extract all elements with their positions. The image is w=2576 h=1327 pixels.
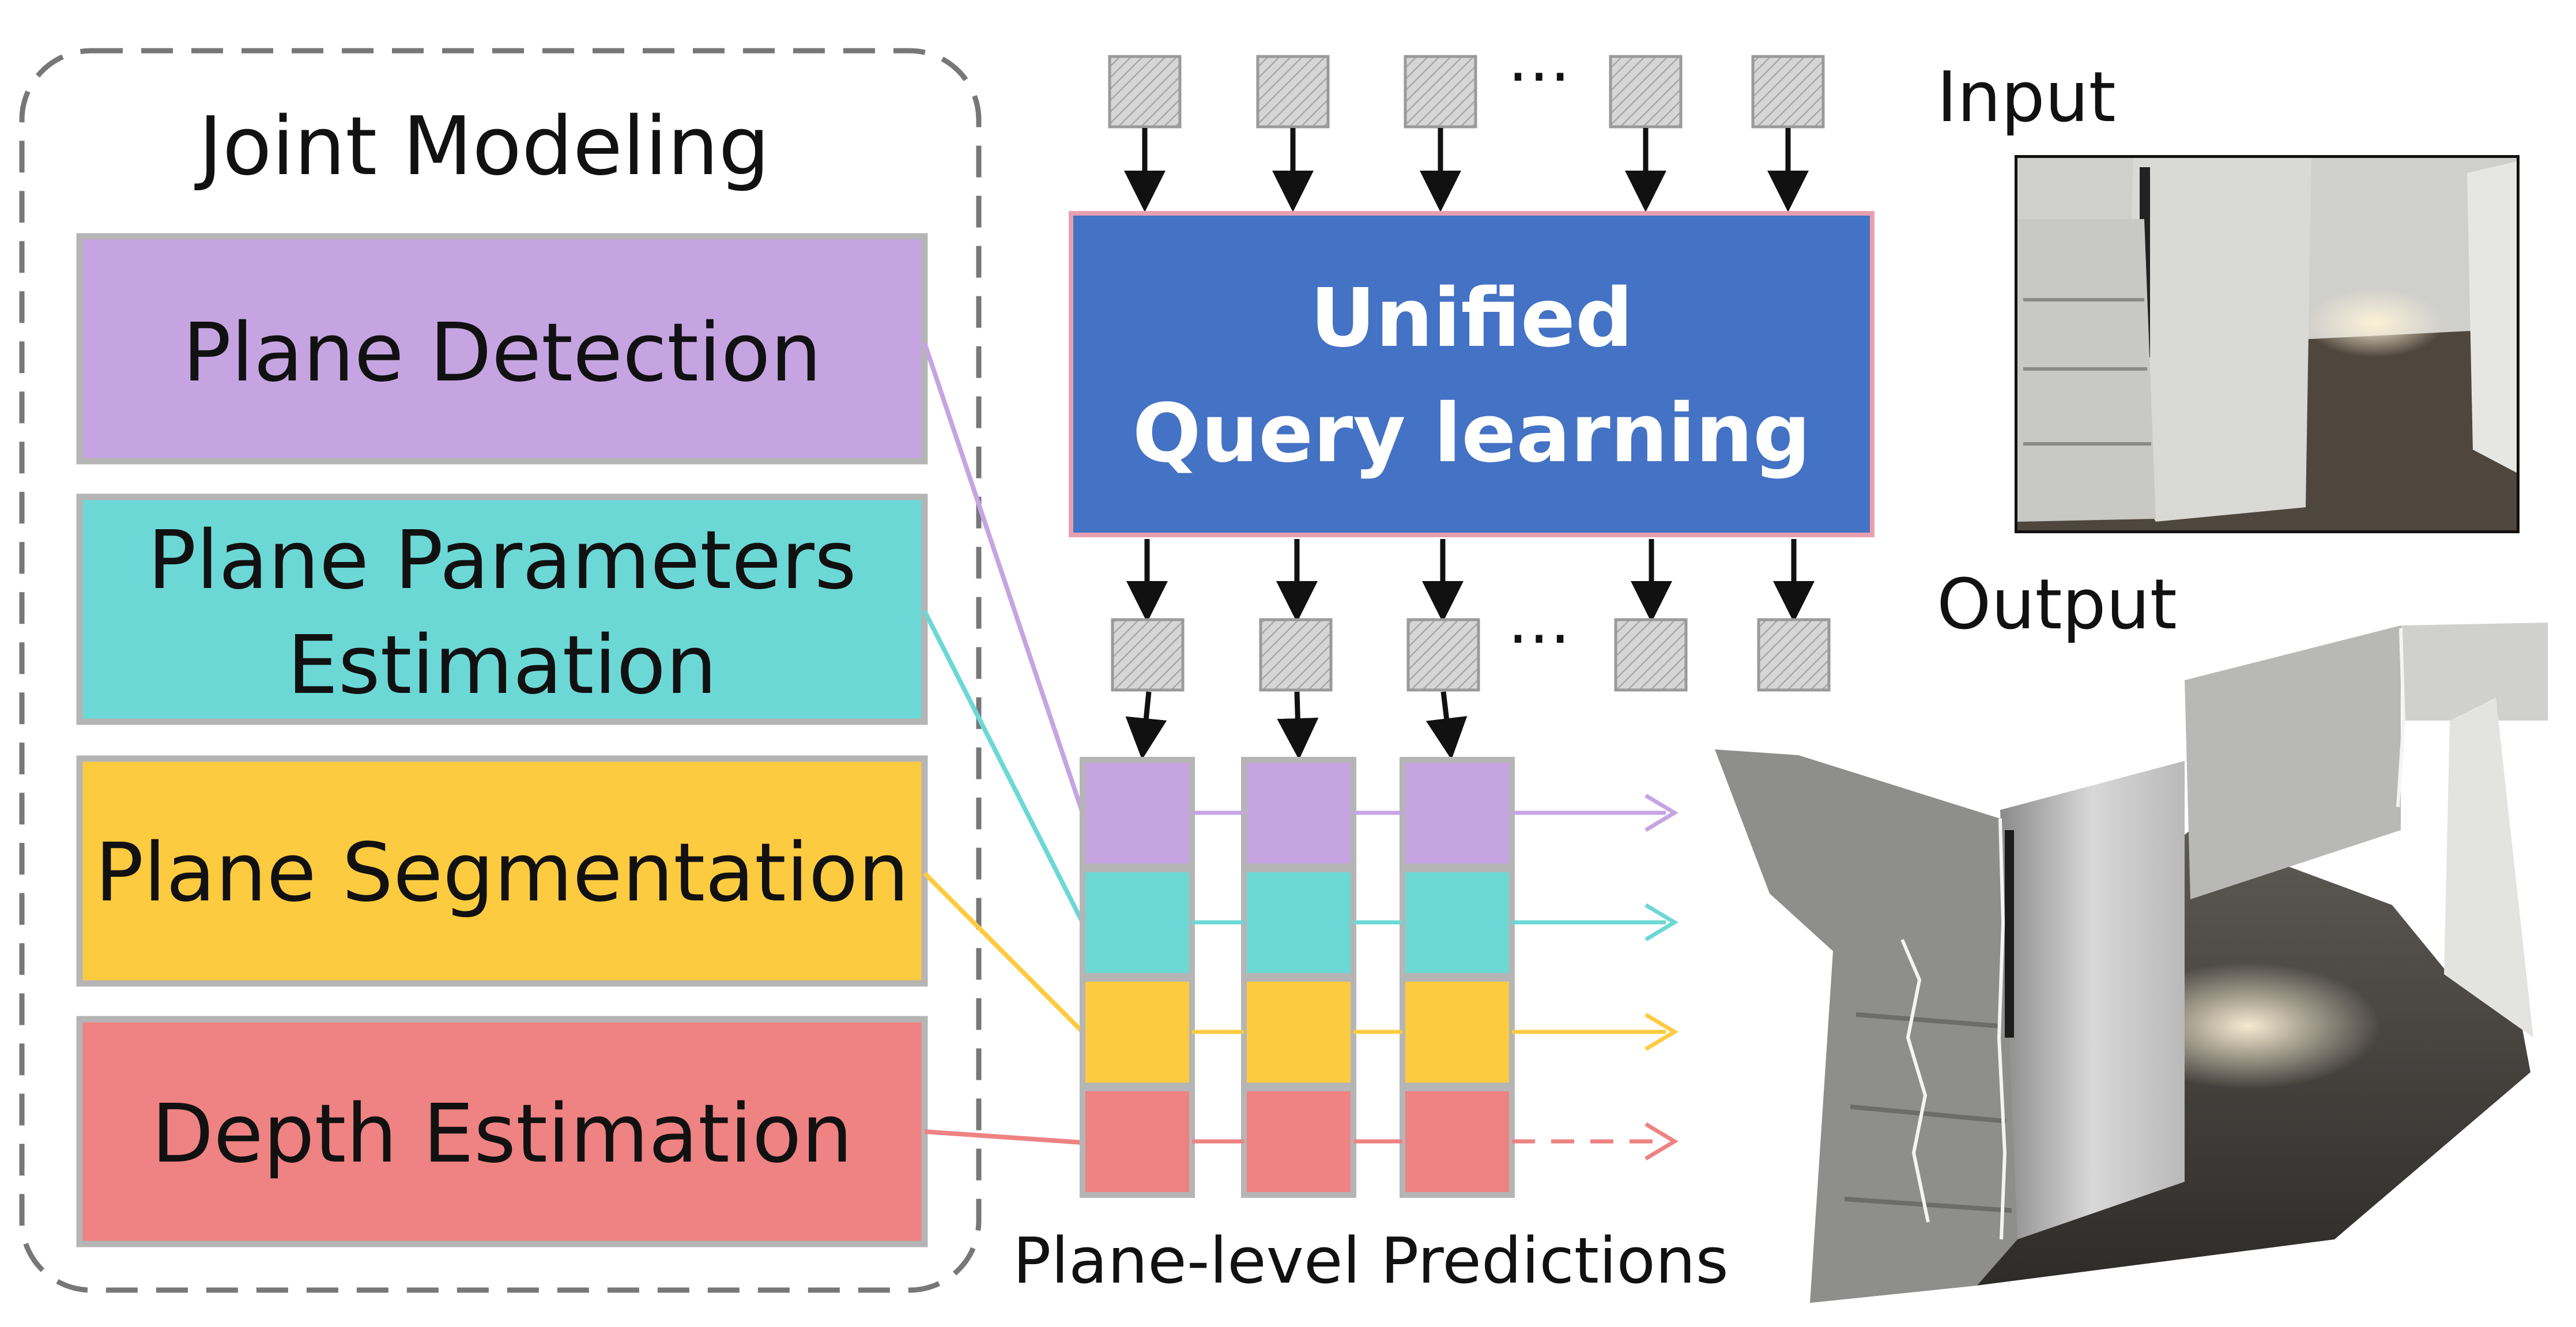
- output-label: Output: [1937, 565, 2177, 645]
- joint-modeling-title: Joint Modeling: [194, 100, 770, 194]
- prediction-cell-segmentation: [1241, 976, 1356, 1088]
- prediction-cell-detection: [1080, 757, 1195, 869]
- input-query-tile: [1751, 55, 1825, 129]
- connector-plane-parameters: [922, 610, 1085, 923]
- prediction-cell-segmentation: [1400, 976, 1515, 1088]
- query-learning-title-line1: Unified: [1310, 272, 1633, 365]
- input-query-tile: [1108, 55, 1182, 129]
- row-connector-parameters: [1192, 903, 1679, 942]
- query-learning-title-line2: Query learning: [1133, 387, 1811, 481]
- output-reconstruction: [1715, 623, 2548, 1303]
- task-plane-detection: Plane Detection: [76, 233, 928, 465]
- input-query-tile: [1609, 55, 1683, 129]
- input-query-tile: [1256, 55, 1330, 129]
- output-arrows: [1126, 539, 1815, 623]
- task-plane-parameters: Plane Parameters Estimation: [76, 493, 928, 725]
- task-box-plane-parameters: [76, 493, 928, 725]
- row-connector-depth: [1192, 1122, 1679, 1161]
- connector-plane-segmentation: [923, 872, 1084, 1034]
- output-query-tile: [1757, 618, 1831, 692]
- task-depth-estimation: Depth Estimation: [76, 1016, 928, 1247]
- connector-depth-estimation: [924, 1129, 1083, 1145]
- prediction-cell-parameters: [1241, 866, 1356, 979]
- task-label-plane-parameters-line1: Plane Parameters: [148, 514, 857, 608]
- task-box-plane-segmentation: [76, 755, 928, 987]
- input-queries: …: [1108, 22, 1825, 129]
- task-label-depth-estimation: Depth Estimation: [152, 1087, 853, 1181]
- task-plane-segmentation: Plane Segmentation: [76, 755, 928, 987]
- output-queries: …: [1111, 584, 1831, 692]
- task-label-plane-parameters-line2: Estimation: [287, 619, 717, 712]
- prediction-cell-depth: [1241, 1085, 1356, 1198]
- row-connector-segmentation: [1192, 1012, 1679, 1051]
- output-query-tile: [1259, 618, 1333, 692]
- prediction-column: [1400, 757, 1515, 1198]
- input-arrows: [1124, 128, 1809, 212]
- output-query-tile: [1406, 618, 1480, 692]
- prediction-cell-depth: [1080, 1085, 1195, 1198]
- output-query-tile: [1111, 618, 1185, 692]
- connector-plane-detection: [922, 342, 1085, 814]
- task-label-plane-segmentation: Plane Segmentation: [95, 826, 909, 920]
- tile-to-prediction-arrows: [1125, 691, 1468, 760]
- input-queries-ellipsis: …: [1507, 22, 1571, 96]
- joint-modeling-frame: [19, 48, 982, 1293]
- prediction-column: [1080, 757, 1195, 1198]
- input-image: [2015, 155, 2520, 533]
- prediction-cell-segmentation: [1080, 976, 1195, 1088]
- predictions-label: Plane-level Predictions: [1013, 1224, 1729, 1298]
- prediction-cell-detection: [1241, 757, 1356, 869]
- prediction-cell-parameters: [1400, 866, 1515, 979]
- output-query-tile: [1614, 618, 1688, 692]
- prediction-column: [1241, 757, 1356, 1198]
- output-queries-ellipsis: …: [1507, 584, 1571, 658]
- input-query-tile: [1404, 55, 1477, 129]
- row-connector-detection: [1192, 793, 1679, 832]
- prediction-cell-detection: [1400, 757, 1515, 869]
- prediction-cell-depth: [1400, 1085, 1515, 1198]
- prediction-cell-parameters: [1080, 866, 1195, 979]
- input-label: Input: [1937, 58, 2116, 138]
- task-label-plane-detection: Plane Detection: [183, 306, 822, 400]
- query-learning-block: [1069, 211, 1875, 537]
